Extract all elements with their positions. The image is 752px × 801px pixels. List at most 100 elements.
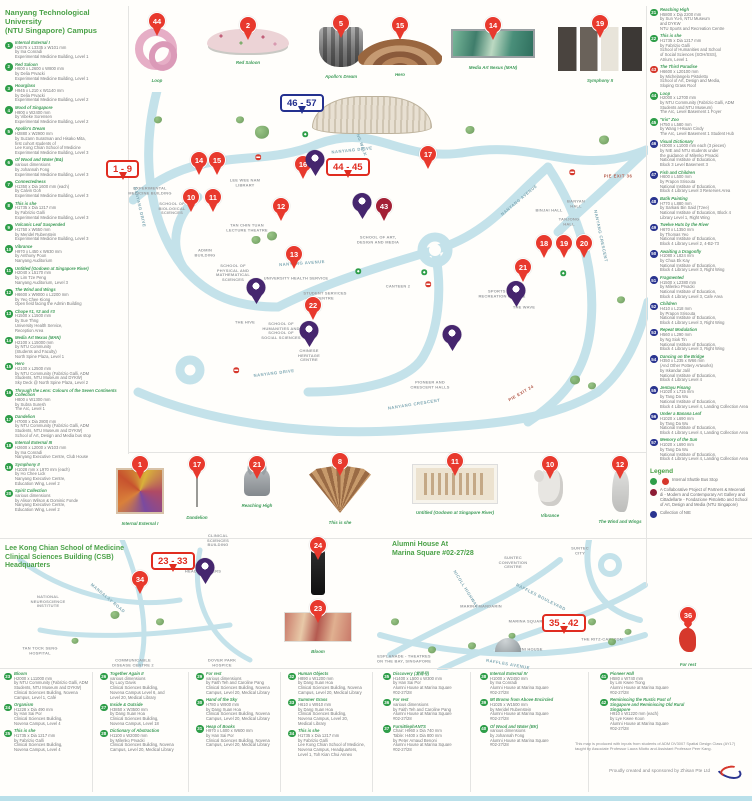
artwork-number-badge: 48 [650, 197, 658, 205]
artwork-title: Mood of Singapore [15, 104, 53, 110]
thumbnail-caption: Hero [394, 72, 405, 77]
artwork-detail-line: H1500 x L1500 mm [15, 313, 52, 319]
artwork-thumbnail: For rest [640, 606, 736, 667]
artwork-detail-line: by Peter Arnaud Benoni [393, 737, 437, 743]
artwork-title: Inside & Outside [110, 702, 143, 708]
artwork-detail-line: H900 x W2400 mm [15, 109, 51, 115]
artwork-detail-line: Block 4 Library Level 3 Reserves Area [660, 188, 731, 194]
artwork-detail-line: Alumni House at Marina Square [610, 685, 669, 691]
artwork-detail-line: H1500 x L2380 mm [660, 279, 697, 285]
pin-tail [546, 471, 554, 483]
artwork-detail-line: Clinical Sciences Building, Novena [206, 711, 270, 717]
pin-head: 2 [239, 16, 257, 34]
artwork-title: Red Saloon [15, 61, 38, 67]
artwork-detail-line: H580 x W740 mm [610, 675, 644, 681]
artwork-detail-line: #02-27/28 [393, 689, 412, 695]
artwork-detail-line: Level 20, Medical Library [110, 694, 157, 700]
artwork-detail-line: Clinical Sciences Building, [298, 711, 347, 717]
artwork-title: Vibrance [15, 243, 33, 249]
artwork-detail-line: various dimensions [110, 675, 146, 681]
artwork-detail-line: Lee Kong Chian School of Medicine, [298, 742, 365, 748]
legend-bus-stop: Internal Shuttle Bus Stop [650, 477, 749, 486]
artwork-detail-line: H6600 x L20100 mm [660, 69, 699, 75]
symphony-artwork-image [558, 27, 642, 71]
artwork-detail-line: The Arc, Level Basement 1 Foyer [660, 109, 722, 115]
divider [128, 6, 129, 454]
sponsor-logo [716, 764, 742, 778]
artwork-details: Reminiscing the Rustic Past of Singapore… [610, 697, 688, 731]
artwork-detail-line: National Institute of Education, [660, 288, 717, 294]
artwork-title: Hero [15, 361, 25, 367]
artwork-title: Chope #1, #2 and #3 [15, 308, 55, 314]
artwork-details: Of Wood and Water (B&)various dimensions… [15, 158, 88, 177]
artwork-title: Internal External III [15, 440, 53, 446]
artwork-detail-line: Novena Campus Level 6, and [110, 689, 165, 695]
artwork-title: Memory of the Sun [660, 437, 698, 443]
artwork-title: Reaching High [660, 7, 689, 12]
artwork-detail-line: by Yeo Chee Kiong [15, 296, 51, 302]
artwork-title: Organism [14, 702, 34, 708]
artwork-title: Batik Painting [660, 195, 688, 201]
thumbnail-caption: Vibrance [540, 513, 560, 518]
artwork-title: Internal External IV [490, 671, 528, 676]
artwork-detail-line: H600 x L500 mm [660, 174, 692, 180]
thumbnail-caption: Symphony II [586, 78, 614, 83]
artwork-detail-line: Students, NTU Museum and DYKW) [14, 685, 82, 691]
artwork-title: Dandelion [15, 413, 36, 419]
artwork-number-badge: 53 [650, 328, 658, 337]
artwork-detail-line: Clinical Sciences Building, Novena [206, 685, 270, 691]
loop-artwork-image [135, 25, 179, 71]
artwork-details: Through the Lens: Colours of the Seven C… [15, 388, 125, 413]
windwings-artwork-image [611, 468, 629, 512]
artwork-number-badge: 35 [383, 672, 391, 680]
artwork-title: For rest [393, 697, 409, 703]
artwork-detail-line: by Dang Xuan Hoa [298, 680, 333, 686]
artwork-title: Children [660, 301, 677, 307]
artwork-detail-line: by Milenko Prvacki [110, 737, 145, 743]
pin-head: 15 [391, 16, 409, 34]
artwork-number-badge: 57 [650, 438, 658, 447]
artwork-number-badge: 41 [600, 672, 608, 680]
artwork-detail-line: Campus, Level 20, Medical Library [206, 689, 270, 695]
artwork-number-badge: 1 [5, 41, 13, 49]
artwork-detail-line: Nanyang Executive Centre, [15, 476, 66, 481]
pin-tail [153, 28, 161, 40]
artwork-title: Reminiscing the Rustic Past of Singapore… [610, 697, 685, 712]
artwork-detail-line: by Lucy Davis [110, 680, 136, 686]
artwork-detail-line: various dimensions [393, 702, 429, 708]
artwork-detail-line: H2675 x L3335 x W101 mm [15, 44, 67, 50]
pin-tail [314, 552, 322, 564]
artwork-detail-line: by NTU Community [15, 344, 52, 350]
artwork-detail-line: National Institute of Education, [660, 372, 717, 378]
bloom-artwork-image [284, 612, 352, 642]
artwork-detail-line: School of Art, Design and Media bus stop [15, 432, 91, 438]
artwork-number-badge: 14 [5, 336, 13, 345]
artwork-detail-line: by Fabrizio Galli [14, 737, 44, 743]
artwork-detail-line: by Fabrizio Galli [660, 42, 690, 48]
hero-artwork-image [358, 29, 442, 65]
artwork-detail-line: H2880 x W2900 mm [15, 131, 53, 137]
artwork-detail-line: H2000 x L11000 mm [14, 675, 53, 681]
artwork-number-badge: 15 [5, 362, 13, 371]
artwork-title: Of Wood and Water (B&) [15, 157, 64, 163]
artwork-detail-line: by NTU Community (Fabrizio Galli, ADM [14, 680, 89, 686]
artwork-detail-line: North Spine Plaza, Level 1 [15, 353, 65, 359]
artwork-detail-line: Alumni House at Marina Square [393, 711, 452, 717]
artwork-detail-line: H6600 x W9000 x L2200 mm [15, 291, 69, 297]
